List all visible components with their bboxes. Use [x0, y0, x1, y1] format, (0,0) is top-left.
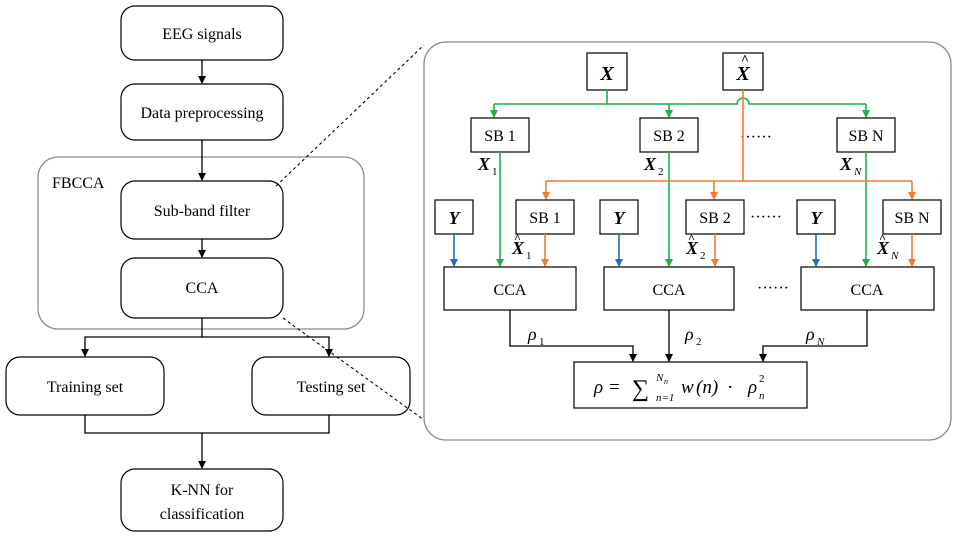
left-flowchart: FBCCA EEG signals Data preprocessing Sub…	[5, 5, 411, 532]
rhon-sub: N	[816, 336, 825, 348]
xhat-hat: ^	[741, 53, 749, 68]
sb2-bottom-label: SB 2	[699, 210, 731, 227]
fbcca-detail-panel: X X ^ SB 1 SB 2 ······ SB N X 1 X 2 X N	[423, 41, 952, 441]
formula-rho-sub: n	[759, 390, 765, 402]
formula-box	[573, 361, 808, 409]
fbcca-group-label: FBCCA	[52, 175, 105, 192]
sub-band-filter-label: Sub-band filter	[154, 203, 251, 220]
middle-dots: ······	[750, 209, 782, 226]
xhat1-label: X	[511, 238, 525, 258]
sb1-bottom-label: SB 1	[529, 210, 561, 227]
y-label-2: Y	[614, 208, 627, 228]
knn-label-line1: K-NN for	[171, 482, 234, 499]
sb1-top-label: SB 1	[484, 128, 516, 145]
xhatn-sub: N	[890, 250, 899, 262]
ccan-box	[800, 266, 935, 311]
xhat-input-label: X	[735, 63, 750, 85]
rhon-line	[759, 310, 868, 362]
rho2-sub: 2	[696, 336, 702, 348]
top-dots: ······	[740, 129, 772, 146]
rho2-label: ρ	[684, 324, 694, 344]
cca2-box	[603, 266, 735, 311]
knn-box	[120, 468, 284, 532]
xn-label: X	[839, 154, 853, 174]
formula-w: w	[681, 377, 694, 398]
cca2-label: CCA	[653, 282, 686, 299]
xhatn-hat: ^	[879, 231, 886, 245]
detail-frame	[423, 41, 952, 441]
x-input-box	[586, 52, 628, 91]
fbcca-group-frame	[37, 156, 365, 330]
rhon-label: ρ	[805, 324, 815, 344]
formula-lower: n=1	[656, 392, 674, 404]
rho1-label: ρ	[527, 324, 537, 344]
xhat2-hat: ^	[688, 231, 695, 245]
xhat2-sub: 2	[700, 250, 706, 262]
sb1-top-box	[470, 117, 530, 153]
formula-rho: ρ	[747, 377, 757, 398]
formula-dot: ·	[727, 377, 733, 398]
sb2-top-label: SB 2	[653, 128, 685, 145]
y-box-1	[434, 199, 474, 235]
x2-label: X	[643, 154, 657, 174]
cca1-box	[443, 266, 577, 311]
xhat1-hat: ^	[514, 231, 521, 245]
sbn-bottom-box	[882, 199, 942, 235]
xhat1-sub: 1	[526, 250, 532, 262]
y-label-1: Y	[449, 208, 462, 228]
x1-label: X	[477, 154, 491, 174]
testing-set-label: Testing set	[297, 379, 366, 396]
data-preprocessing-label: Data preprocessing	[140, 105, 263, 122]
xhatn-label: X	[876, 238, 890, 258]
cca-dots: ······	[757, 280, 789, 297]
x-input-label: X	[599, 63, 614, 85]
formula-sum-symbol: ∑	[632, 376, 649, 402]
formula-upper-sub: n	[664, 377, 668, 386]
y-label-n: Y	[811, 208, 824, 228]
sbn-top-label: SB N	[848, 128, 884, 145]
zoom-line-top	[275, 44, 425, 187]
zoom-line-bottom	[282, 317, 425, 421]
xn-sub: N	[853, 166, 862, 178]
sbn-bottom-label: SB N	[894, 210, 930, 227]
y-box-2	[599, 199, 639, 235]
rho1-line	[509, 310, 637, 362]
arrow-cca-to-training	[81, 318, 203, 357]
knn-label-line2: classification	[160, 506, 244, 523]
cca-label: CCA	[186, 280, 219, 297]
formula-upper: N	[655, 372, 664, 384]
formula-rho-sup: 2	[759, 373, 765, 385]
formula-lhs: ρ =	[593, 377, 621, 398]
y-box-n	[796, 199, 836, 235]
merge-line	[84, 415, 330, 434]
arrow-cca-to-testing	[202, 336, 333, 357]
ccan-label: CCA	[851, 282, 884, 299]
xhat2-label: X	[685, 238, 699, 258]
formula-arg: (n)	[696, 377, 718, 398]
testing-set-box	[251, 356, 411, 416]
cca1-label: CCA	[494, 282, 527, 299]
training-set-label: Training set	[47, 379, 124, 396]
sbn-top-box	[836, 117, 896, 153]
eeg-signals-label: EEG signals	[162, 26, 242, 43]
rho1-sub: 1	[539, 336, 545, 348]
x1-sub: 1	[492, 166, 498, 178]
weighted-sum-formula: ρ = ∑ N n n=1 w (n) · ρ n 2	[593, 372, 765, 404]
x2-sub: 2	[658, 166, 664, 178]
xhat-input-box	[722, 52, 764, 91]
